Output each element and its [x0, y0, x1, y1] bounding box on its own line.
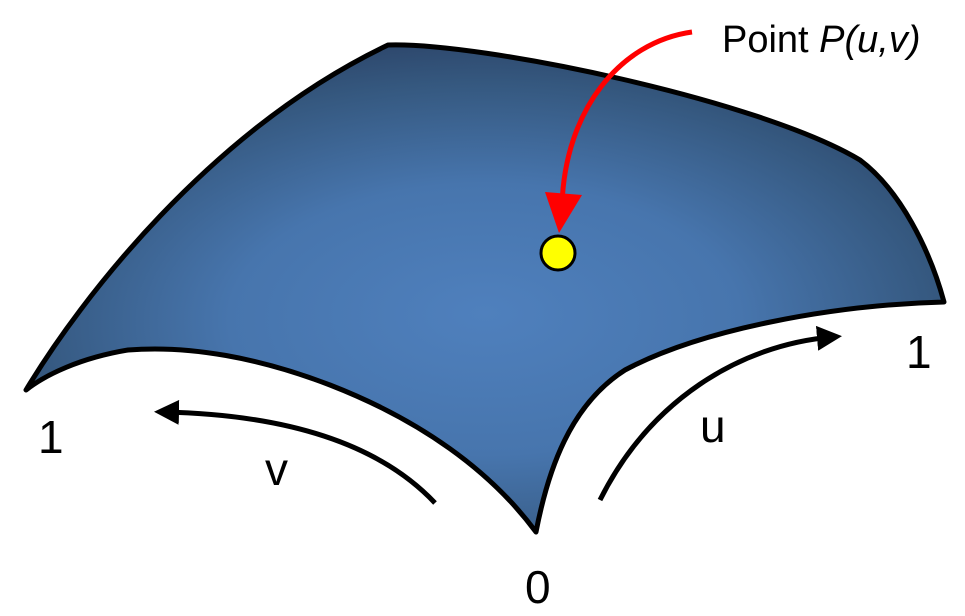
- point-label-name: P(u,v): [819, 19, 920, 61]
- u-direction-arrow: [597, 325, 842, 502]
- point-p-marker: [539, 234, 577, 272]
- point-label-prefix: Point: [722, 19, 819, 61]
- origin-label: 0: [525, 561, 551, 613]
- u-end-label: 1: [906, 326, 932, 378]
- u-axis-label: u: [700, 400, 726, 452]
- v-direction-arrow: [154, 399, 437, 505]
- surface-patch: [23, 42, 947, 535]
- point-label: Point P(u,v): [722, 19, 921, 61]
- v-axis-label: v: [265, 443, 288, 495]
- v-end-label: 1: [38, 411, 64, 463]
- pointer-arrowhead: [545, 192, 582, 233]
- pointer-arrow-shaft: [559, 29, 693, 206]
